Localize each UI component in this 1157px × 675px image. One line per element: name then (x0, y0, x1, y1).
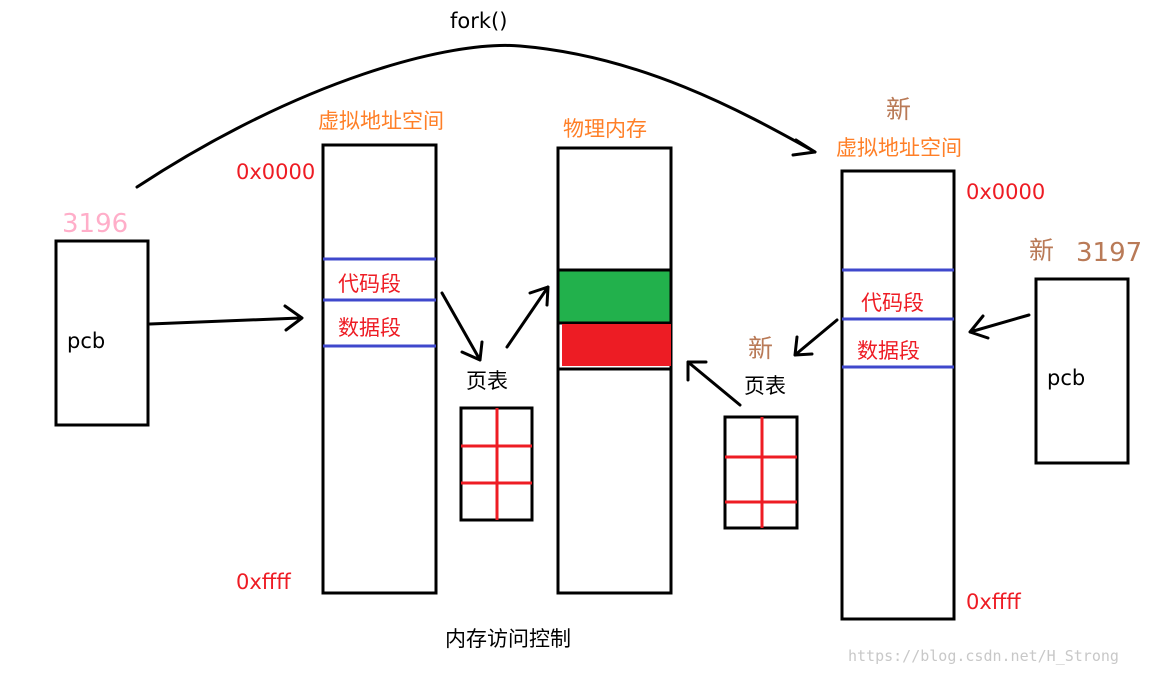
child-pcb-box (1034, 277, 1130, 465)
child-vspace-to-pagetable-arrow (793, 318, 839, 357)
child-pagetable-to-memory-arrow (686, 360, 742, 407)
memory-block-red (562, 324, 671, 366)
child-page-table-label: 页表 (744, 374, 786, 398)
parent-page-table-label: 页表 (466, 369, 508, 393)
watermark: https://blog.csdn.net/H_Strong (848, 647, 1119, 665)
memory-block-green (556, 268, 673, 325)
parent-pid: 3196 (62, 209, 128, 239)
pagetable-to-memory-arrow (505, 285, 550, 349)
vspace-to-pagetable-arrow (440, 291, 484, 362)
parent-vspace-label: 虚拟地址空间 (318, 109, 444, 133)
child-vspace-box (840, 169, 956, 621)
fork-arrow-head (791, 138, 817, 157)
parent-data-segment: 数据段 (338, 316, 401, 340)
parent-vspace-box (321, 143, 438, 595)
child-data-segment: 数据段 (857, 339, 920, 363)
physical-memory-label: 物理内存 (563, 117, 647, 141)
parent-code-segment: 代码段 (338, 272, 401, 296)
parent-pcb-label: pcb (67, 329, 105, 353)
parent-addr-start: 0x0000 (236, 160, 315, 184)
child-pcb-label: pcb (1047, 366, 1085, 390)
caption: 内存访问控制 (445, 627, 571, 651)
child-addr-end: 0xffff (966, 590, 1021, 614)
child-pid-new: 新 (1029, 236, 1054, 265)
child-page-table-new: 新 (748, 334, 773, 363)
child-code-segment: 代码段 (861, 291, 924, 315)
parent-pcb-box (54, 239, 150, 427)
parent-pcb-arrow (148, 304, 304, 332)
fork-label: fork() (450, 9, 507, 33)
child-vspace-new: 新 (886, 95, 911, 124)
child-vspace-label: 虚拟地址空间 (836, 136, 962, 160)
child-pid: 3197 (1076, 238, 1142, 268)
fork-arrow (135, 43, 817, 189)
parent-addr-end: 0xffff (236, 570, 291, 594)
child-pcb-arrow (968, 313, 1031, 340)
child-addr-start: 0x0000 (966, 180, 1045, 204)
